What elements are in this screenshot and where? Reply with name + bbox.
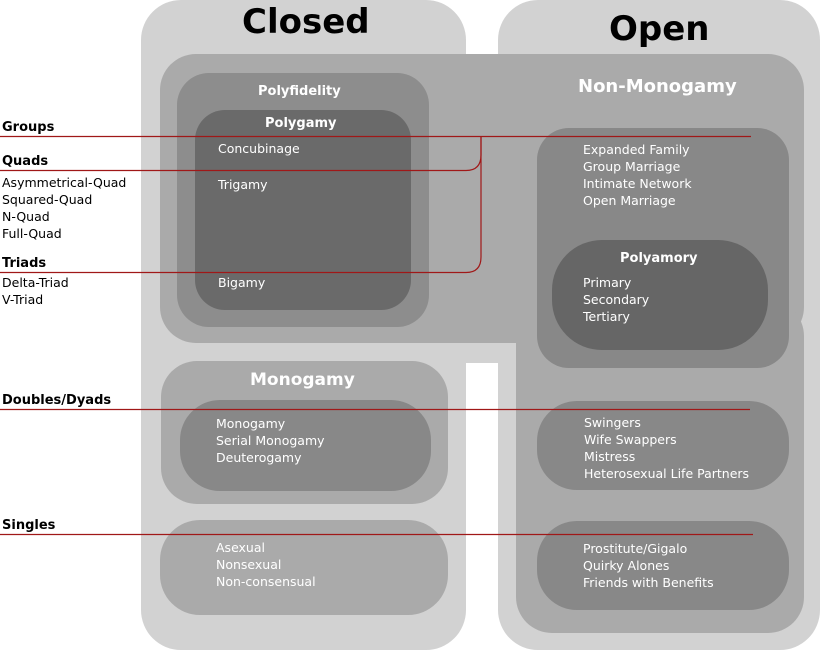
- list-item: Primary: [583, 275, 632, 290]
- non-monogamy-title: Non-Monogamy: [578, 76, 737, 97]
- open-singles-list: Prostitute/Gigalo Quirky Alones Friends …: [583, 540, 714, 591]
- closed-heading: Closed: [242, 2, 370, 42]
- open-doubles-list: Swingers Wife Swappers Mistress Heterose…: [584, 414, 749, 482]
- singles-label: Singles: [2, 518, 56, 533]
- polyamory-title: Polyamory: [620, 251, 698, 266]
- closed-singles-box: [160, 520, 448, 615]
- non-monogamy-list: Expanded Family Group Marriage Intimate …: [583, 141, 692, 209]
- list-item: Expanded Family: [583, 142, 690, 157]
- quads-line: [0, 136, 482, 172]
- triads-label: Triads: [2, 256, 47, 271]
- monogamy-title: Monogamy: [250, 370, 355, 390]
- quads-label: Quads: [2, 154, 49, 169]
- list-item: Nonsexual: [216, 557, 282, 572]
- list-item: Secondary: [583, 292, 650, 307]
- list-item: Delta-Triad: [2, 275, 69, 290]
- monogamy-list: Monogamy Serial Monogamy Deuterogamy: [216, 415, 325, 466]
- list-item: Group Marriage: [583, 159, 681, 174]
- list-item: Asexual: [216, 540, 265, 555]
- list-item: Monogamy: [216, 416, 286, 431]
- list-item: Friends with Benefits: [583, 575, 714, 590]
- list-item: Tertiary: [583, 309, 630, 324]
- list-item: N-Quad: [2, 209, 50, 224]
- open-heading: Open: [609, 9, 710, 49]
- list-item: Squared-Quad: [2, 192, 93, 207]
- list-item: Quirky Alones: [583, 558, 670, 573]
- polygamy-box: [195, 110, 411, 310]
- polyfidelity-title: Polyfidelity: [258, 84, 341, 99]
- list-item: Serial Monogamy: [216, 433, 325, 448]
- bigamy-label: Bigamy: [218, 275, 266, 290]
- list-item: Open Marriage: [583, 193, 676, 208]
- list-item: Non-consensual: [216, 574, 316, 589]
- list-item: Wife Swappers: [584, 432, 677, 447]
- list-item: Intimate Network: [583, 176, 692, 191]
- triad-types-list: Delta-Triad V-Triad: [2, 274, 69, 308]
- list-item: Heterosexual Life Partners: [584, 466, 750, 481]
- list-item: Asymmetrical-Quad: [2, 175, 127, 190]
- concubinage-label: Concubinage: [218, 141, 300, 156]
- closed-singles-list: Asexual Nonsexual Non-consensual: [216, 539, 316, 590]
- trigamy-label: Trigamy: [218, 177, 268, 192]
- triads-line: [0, 136, 482, 274]
- quad-types-list: Asymmetrical-Quad Squared-Quad N-Quad Fu…: [2, 174, 126, 242]
- doubles-label: Doubles/Dyads: [2, 393, 112, 408]
- polyamory-list: Primary Secondary Tertiary: [583, 274, 649, 325]
- open-singles-box: [537, 521, 789, 610]
- band-notch: [466, 343, 498, 363]
- polyamory-box: [552, 240, 768, 350]
- list-item: Mistress: [584, 449, 636, 464]
- list-item: V-Triad: [2, 292, 44, 307]
- monogamy-inner-box: [180, 400, 431, 491]
- open-doubles-box: [537, 401, 789, 490]
- list-item: Full-Quad: [2, 226, 62, 241]
- list-item: Prostitute/Gigalo: [583, 541, 688, 556]
- groups-label: Groups: [2, 120, 55, 135]
- polygamy-title: Polygamy: [265, 116, 337, 131]
- list-item: Deuterogamy: [216, 450, 302, 465]
- list-item: Swingers: [584, 415, 641, 430]
